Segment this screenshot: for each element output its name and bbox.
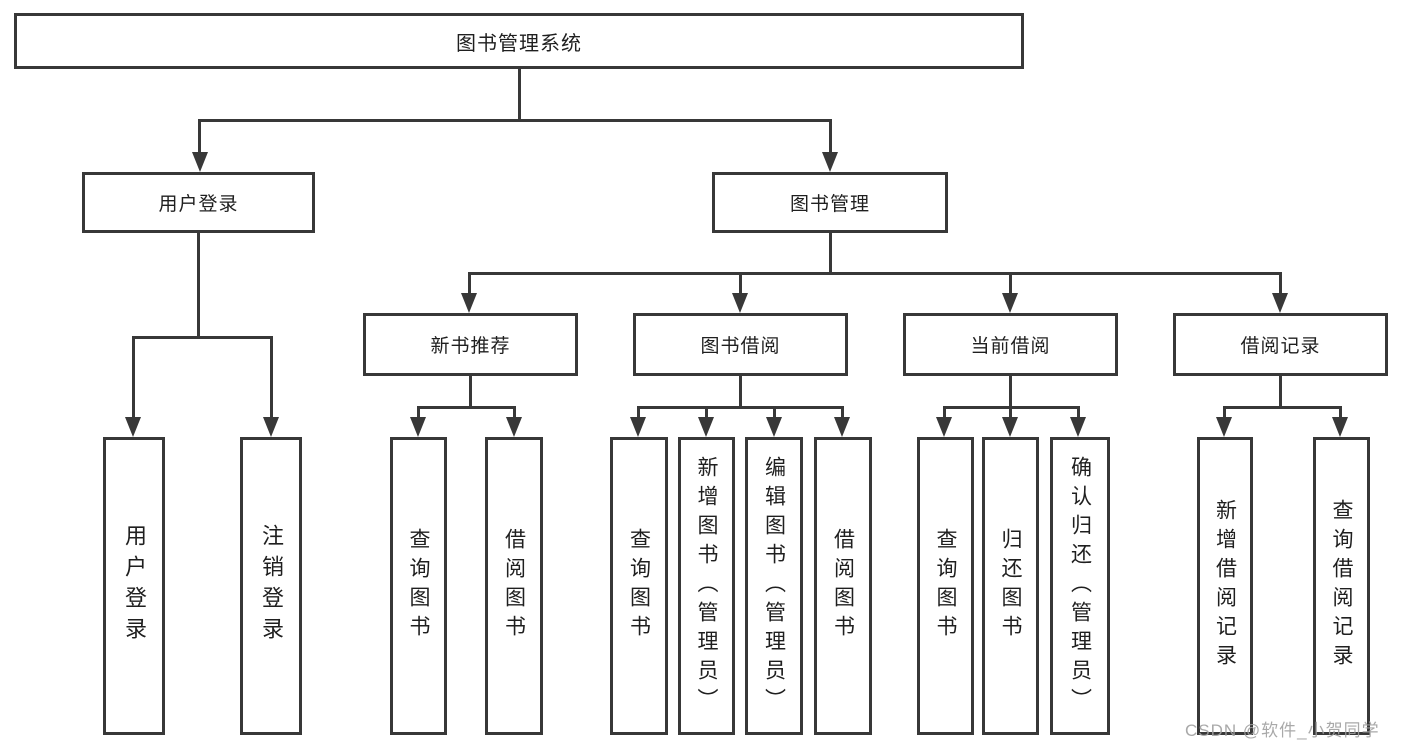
watermark: CSDN @软件_小贺同学 <box>1185 721 1380 740</box>
connector-stem <box>1223 406 1226 419</box>
connector-stem <box>739 376 742 406</box>
arrowhead-down-icon <box>1332 417 1348 437</box>
arrowhead-down-icon <box>834 417 850 437</box>
node-new-book-recommend: 新书推荐 <box>363 313 578 376</box>
arrowhead-down-icon <box>766 417 782 437</box>
leaf-borrow-books-label: 借阅图书 <box>831 528 855 644</box>
node-root: 图书管理系统 <box>14 13 1024 69</box>
leaf-borrow-books: 借阅图书 <box>814 437 872 735</box>
arrowhead-down-icon <box>1002 417 1018 437</box>
leaf-return-book: 归还图书 <box>982 437 1039 735</box>
leaf-query-borrow-record-label: 查询借阅记录 <box>1330 499 1353 673</box>
leaf-borrow-books-recommend-label: 借阅图书 <box>502 528 526 644</box>
leaf-borrow-books-recommend: 借阅图书 <box>485 437 543 735</box>
connector-level3-bus <box>468 272 1282 275</box>
connector-stem <box>469 376 472 406</box>
arrowhead-down-icon <box>506 417 522 437</box>
connector-stem <box>943 406 946 419</box>
leaf-add-book-admin: 新增图书（管理员） <box>678 437 735 735</box>
arrowhead-down-icon <box>698 417 714 437</box>
leaf-query-books-current-label: 查询图书 <box>934 528 957 644</box>
connector-stem <box>1279 272 1282 295</box>
leaf-add-borrow-record-label: 新增借阅记录 <box>1213 499 1237 673</box>
node-current-borrow-label: 当前借阅 <box>970 336 1051 357</box>
leaf-query-books-recommend: 查询图书 <box>390 437 447 735</box>
connector-level2-bus <box>198 119 832 122</box>
connector-stem <box>1009 272 1012 295</box>
connector-stem <box>1009 406 1012 419</box>
connector-bus <box>417 406 516 409</box>
arrowhead-down-icon <box>1070 417 1086 437</box>
leaf-logout-label: 注销登录 <box>259 524 284 648</box>
node-user-login-label: 用户登录 <box>158 194 239 215</box>
connector-stem <box>773 406 776 419</box>
leaf-query-borrow-record: 查询借阅记录 <box>1313 437 1370 735</box>
leaf-user-login: 用户登录 <box>103 437 165 735</box>
leaf-query-books-borrow-label: 查询图书 <box>627 528 651 644</box>
connector-book-management-stem <box>829 233 832 272</box>
connector-stem <box>841 406 844 419</box>
node-book-management: 图书管理 <box>712 172 948 233</box>
connector-stem <box>417 406 420 419</box>
leaf-query-books-borrow: 查询图书 <box>610 437 668 735</box>
arrowhead-down-icon <box>410 417 426 437</box>
connector-stem <box>1279 376 1282 406</box>
node-user-login: 用户登录 <box>82 172 315 233</box>
node-book-borrow-label: 图书借阅 <box>700 336 781 357</box>
connector-stem <box>513 406 516 419</box>
node-borrow-records: 借阅记录 <box>1173 313 1388 376</box>
connector-stem <box>637 406 640 419</box>
arrowhead-down-icon <box>192 152 208 172</box>
leaf-return-book-label: 归还图书 <box>999 528 1022 644</box>
arrowhead-down-icon <box>732 293 748 313</box>
node-current-borrow: 当前借阅 <box>903 313 1118 376</box>
arrowhead-down-icon <box>936 417 952 437</box>
connector-bus <box>1223 406 1342 409</box>
connector-stem <box>705 406 708 419</box>
leaf-confirm-return-admin: 确认归还（管理员） <box>1050 437 1110 735</box>
connector-stem <box>739 272 742 295</box>
node-root-label: 图书管理系统 <box>456 32 582 55</box>
leaf-confirm-return-admin-label: 确认归还（管理员） <box>1068 455 1092 717</box>
connector-stem <box>468 272 471 295</box>
arrowhead-down-icon <box>822 152 838 172</box>
leaf-add-book-admin-label: 新增图书（管理员） <box>695 455 718 717</box>
leaf-edit-book-admin: 编辑图书（管理员） <box>745 437 803 735</box>
leaf-add-borrow-record: 新增借阅记录 <box>1197 437 1253 735</box>
connector-stem <box>829 119 832 154</box>
connector-stem <box>1339 406 1342 419</box>
connector-stem <box>1009 376 1012 406</box>
arrowhead-down-icon <box>125 417 141 437</box>
arrowhead-down-icon <box>1002 293 1018 313</box>
arrowhead-down-icon <box>630 417 646 437</box>
leaf-query-books-recommend-label: 查询图书 <box>407 528 430 644</box>
leaf-user-login-label: 用户登录 <box>122 524 147 648</box>
connector-stem <box>198 119 201 154</box>
leaf-edit-book-admin-label: 编辑图书（管理员） <box>762 455 786 717</box>
arrowhead-down-icon <box>263 417 279 437</box>
connector-root-stem <box>518 69 521 119</box>
leaf-query-books-current: 查询图书 <box>917 437 974 735</box>
connector-stem <box>132 336 135 419</box>
arrowhead-down-icon <box>1216 417 1232 437</box>
leaf-logout: 注销登录 <box>240 437 302 735</box>
node-book-borrow: 图书借阅 <box>633 313 848 376</box>
node-book-management-label: 图书管理 <box>789 194 870 215</box>
node-new-book-recommend-label: 新书推荐 <box>430 336 511 357</box>
arrowhead-down-icon <box>1272 293 1288 313</box>
connector-stem <box>1077 406 1080 419</box>
arrowhead-down-icon <box>461 293 477 313</box>
connector-bus <box>637 406 844 409</box>
connector-user-login-bus <box>132 336 273 339</box>
connector-user-login-stem <box>197 233 200 336</box>
node-borrow-records-label: 借阅记录 <box>1240 336 1321 357</box>
connector-stem <box>270 336 273 419</box>
